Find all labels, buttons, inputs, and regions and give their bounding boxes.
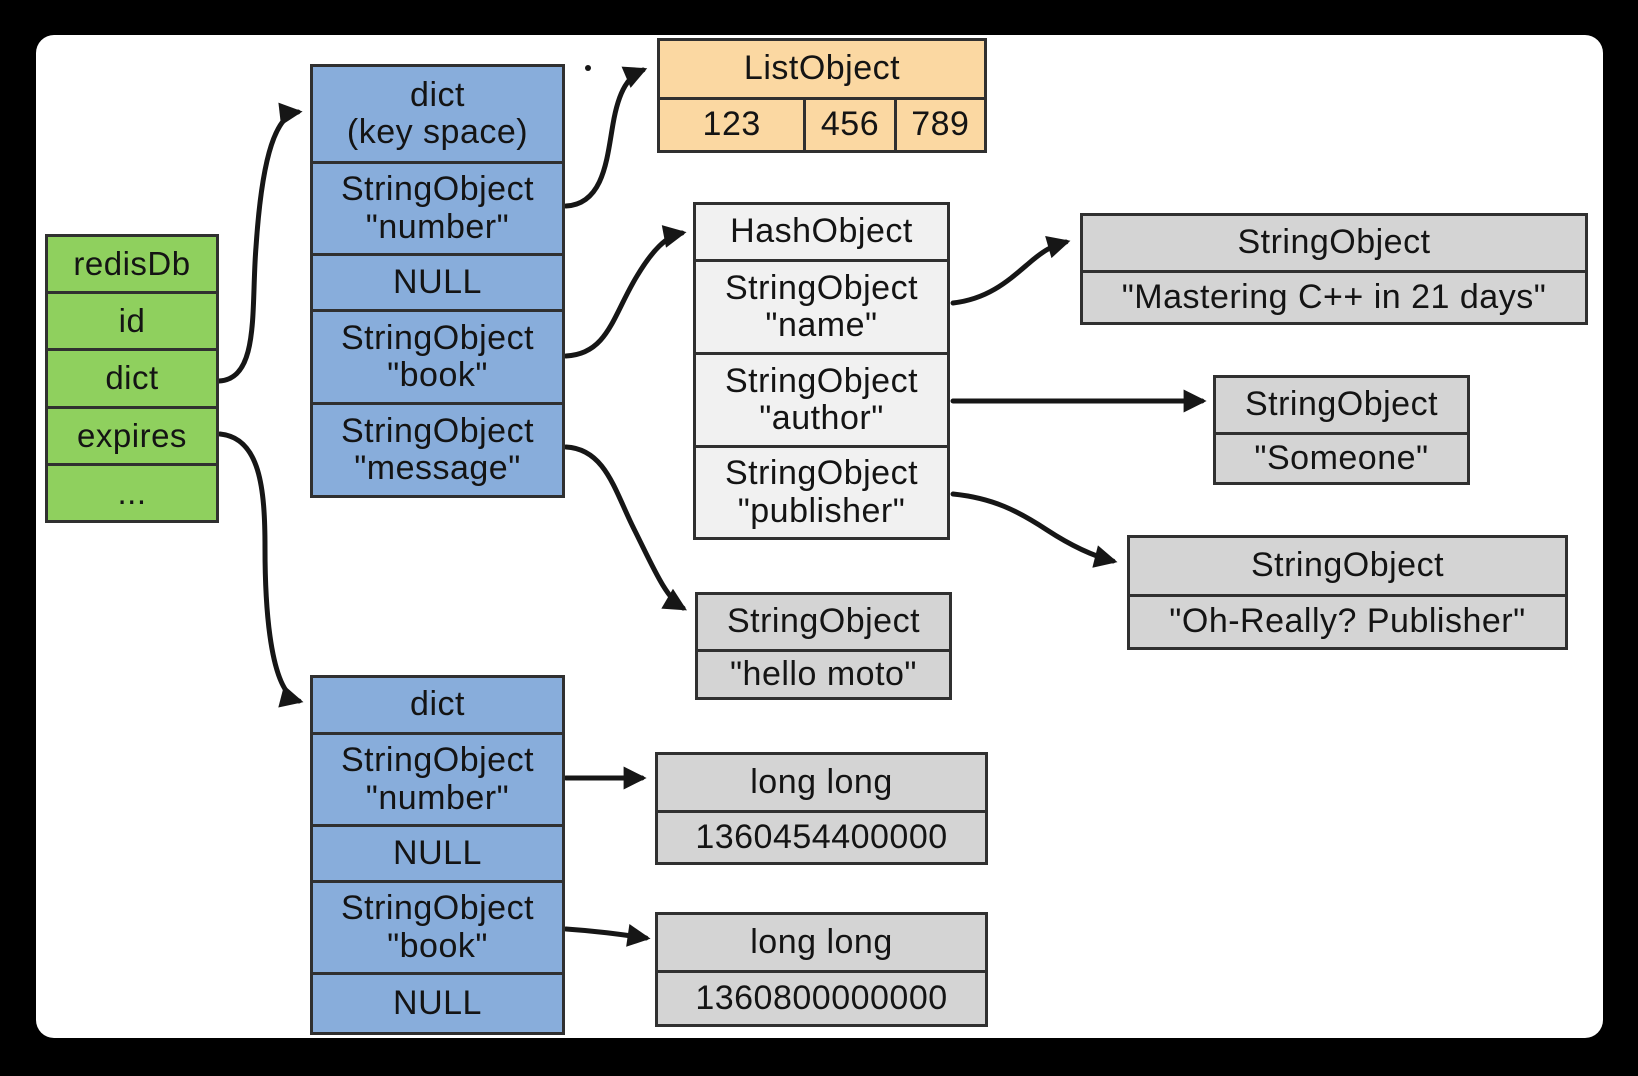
expiresdict-null-1: NULL — [313, 824, 562, 880]
expiresdict-key-number: StringObject "number" — [313, 732, 562, 824]
stringobject-bookname-value: "Mastering C++ in 21 days" — [1083, 270, 1585, 322]
expires-dict-box: dict StringObject "number" NULL StringOb… — [310, 675, 565, 1035]
hash-object-title: HashObject — [730, 212, 913, 251]
stringobject-publisher-title: StringObject — [1250, 546, 1445, 585]
longlong-book-box: long long 1360800000000 — [655, 912, 988, 1027]
hash-field-name: StringObject "name" — [696, 259, 947, 352]
longlong-number-value: 1360454400000 — [658, 810, 985, 862]
list-item-456: 456 — [803, 100, 893, 150]
list-object-items-row: 123 456 789 — [660, 97, 984, 150]
hash-field-publisher: StringObject "publisher" — [696, 445, 947, 537]
longlong-number-box: long long 1360454400000 — [655, 752, 988, 865]
stringobject-publisher-box: StringObject "Oh-Really? Publisher" — [1127, 535, 1568, 650]
stringobject-author-value: "Someone" — [1216, 432, 1467, 482]
redisdb-field-ellipsis: ... — [48, 462, 216, 520]
expiresdict-null-2: NULL — [313, 972, 562, 1032]
redisdb-field-expires: expires — [48, 405, 216, 463]
expiresdict-header-cell: dict — [410, 685, 465, 724]
redisdb-title-cell: redisDb — [73, 244, 191, 282]
stringobject-bookname-box: StringObject "Mastering C++ in 21 days" — [1080, 213, 1588, 325]
keyspace-key-message: StringObject "message" — [313, 402, 562, 495]
longlong-book-value: 1360800000000 — [658, 970, 985, 1024]
list-item-123: 123 — [702, 105, 761, 144]
keyspace-header-cell: dict (key space) — [346, 75, 529, 151]
list-object-box: ListObject 123 456 789 — [657, 38, 987, 153]
stringobject-author-box: StringObject "Someone" — [1213, 375, 1470, 485]
keyspace-null-cell: NULL — [313, 253, 562, 309]
redisdb-field-dict: dict — [48, 348, 216, 405]
hash-field-author: StringObject "author" — [696, 352, 947, 445]
redisdb-field-id: id — [48, 291, 216, 348]
stringobject-message-title: StringObject — [726, 602, 921, 641]
redisdb-struct-box: redisDb id dict expires ... — [45, 234, 219, 523]
stringobject-message-box: StringObject "hello moto" — [695, 592, 952, 700]
list-object-title: ListObject — [743, 49, 901, 88]
stringobject-author-title: StringObject — [1244, 385, 1439, 424]
keyspace-key-number: StringObject "number" — [313, 161, 562, 253]
stringobject-bookname-title: StringObject — [1237, 223, 1431, 262]
keyspace-key-book: StringObject "book" — [313, 309, 562, 402]
stringobject-message-value: "hello moto" — [698, 649, 949, 697]
expiresdict-key-book: StringObject "book" — [313, 880, 562, 972]
longlong-number-title: long long — [750, 762, 893, 801]
longlong-book-title: long long — [750, 922, 893, 961]
keyspace-dict-box: dict (key space) StringObject "number" N… — [310, 64, 565, 498]
list-item-789: 789 — [893, 100, 984, 150]
hash-object-box: HashObject StringObject "name" StringObj… — [693, 202, 950, 540]
stringobject-publisher-value: "Oh-Really? Publisher" — [1130, 594, 1565, 647]
